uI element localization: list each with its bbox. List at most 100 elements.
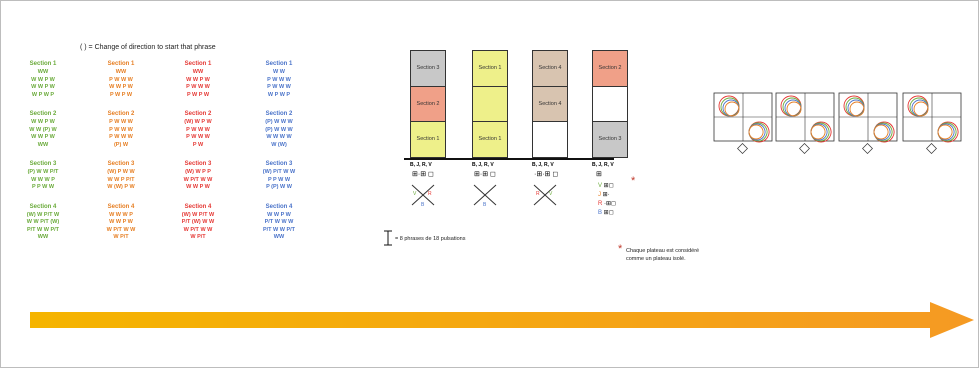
phrase-line: W P/T [190,234,206,240]
dir-label-1: B, J, R, V [410,162,432,168]
formation-icon-3: ·⊞·⊞ ◻ [534,171,559,178]
cross-labels-1: V RB [413,191,432,207]
section-title: Section 2 [107,111,135,117]
phrase-line: P/T W W W [264,219,294,225]
phrase-line: (W) W P/T W [26,211,60,218]
phrase-line: W W W P [31,176,55,183]
svg-text:V: V [413,191,417,197]
stack-cell: Section 2 [411,86,445,122]
phrase-line: W W P W [31,134,55,140]
phrase-line: (P) W W W [265,126,293,133]
phrase-line: W W P W [31,76,55,83]
phrase-line: P/T (W) W W [181,219,215,225]
formation-icon-1: ⊞·⊞ ◻ [412,171,434,178]
phrase-line: W W [273,69,285,75]
section-title: Section 2 [29,111,57,117]
phrase-line: P W W W [186,84,210,90]
stack-cell [593,86,627,122]
svg-text:R: R [428,191,432,197]
section-title: Section 3 [184,161,212,167]
side-letter-v: V [598,183,603,189]
phrase-line: (P) W W P/T [27,169,59,175]
phrase-line: (W) W P/T W [181,211,215,218]
phrase-line: (P) W W W [265,119,293,125]
side-letter-r: R [598,201,603,207]
scale-note: = 8 phrases de 18 pulsations [395,236,466,242]
cross-diagram-1 [411,184,435,206]
phrase-line: P W W W [186,134,210,140]
phrase-line: WW [192,69,204,75]
stack-cell: Section 3 [593,122,627,158]
stack-cell: Section 4 [533,86,567,122]
phrase-line: W P/T W W [183,226,213,233]
phrase-line: W (W) P W [107,184,135,190]
section-title: Section 4 [29,203,57,210]
phrase-line: W P/T [113,234,129,240]
phrase-line: W W P W [31,84,55,90]
phrase-line: W P W P [31,91,55,98]
stack-cell: Section 3 [411,51,445,87]
section-title: Section 4 [265,203,293,210]
route-diagram [713,92,773,154]
section-title: Section 1 [184,61,212,67]
phrase-line: P W [192,141,204,148]
svg-text:V: V [549,191,553,197]
phrase-line: P W W W [109,76,133,83]
phrase-line: W (W) [271,141,287,148]
side-letter-b: B [598,210,603,216]
svg-text:B: B [421,202,425,207]
legend-note: ( ) = Change of direction to start that … [80,44,216,51]
phrase-line: P W W W [267,84,291,90]
progress-arrow [30,302,974,338]
phrase-line: P W W W [109,119,133,125]
route-diagram [902,92,962,154]
dir-label-4: B, J, R, V [592,162,614,168]
phrase-line: W W P P/T [107,176,135,183]
formation-icon-2: ⊞·⊞ ◻ [474,171,496,178]
phrase-line: W W W P [109,211,133,218]
phrase-line: (W) P W W [107,169,135,175]
phrase-line: P W W W [109,134,133,140]
phrase-line: P W P W [109,91,133,98]
route-diagram [775,92,835,154]
section-title: Section 4 [107,203,135,210]
side-letter-j: J [598,192,601,198]
section-title: Section 1 [107,61,135,67]
phrase-line: W W (P) W [29,126,57,133]
phrase-line: P P W W [267,176,291,183]
stack-cell [473,86,507,122]
phrase-line: W W P W [267,211,291,218]
route-diagram [838,92,898,154]
phrase-line: (P) W [113,141,129,148]
phrase-line: P W W W [267,76,291,83]
stack-cell: Section 2 [593,51,627,87]
phrase-line: W W P W [31,119,55,125]
section-title: Section 4 [184,203,212,210]
asterisk-icon: * [631,175,636,187]
formation-icon-4: ⊞ [596,171,602,178]
scale-bar-icon [384,230,392,246]
phrase-line: W W P W [186,76,210,83]
footnote-asterisk-icon: * [618,243,623,255]
phrase-line: P W W W [186,126,210,133]
phrase-line: W W P W [186,184,210,190]
phrase-line: WW [37,141,49,148]
